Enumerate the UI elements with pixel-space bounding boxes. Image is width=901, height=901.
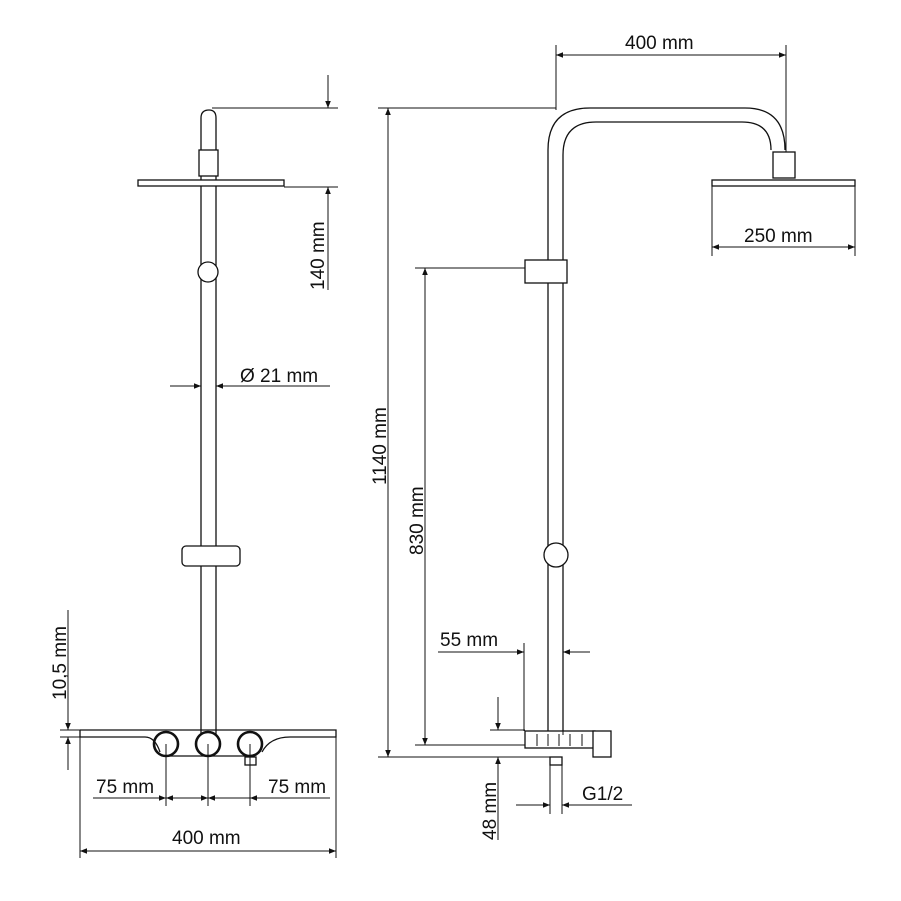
front-mixer-body xyxy=(524,730,596,749)
dim-left-spacing: 75 mm xyxy=(96,777,154,798)
dim-holder-height: 830 mm xyxy=(407,486,428,555)
front-mixer-knob xyxy=(592,730,612,758)
side-head-connector xyxy=(198,149,219,177)
front-riser-arm xyxy=(547,107,786,735)
side-slide-holder xyxy=(181,545,241,567)
dim-wall-distance: 55 mm xyxy=(440,630,498,651)
dim-arm-length: 400 mm xyxy=(625,33,694,54)
side-riser-pipe xyxy=(200,109,217,735)
side-pipe-knob xyxy=(197,261,219,283)
side-view: 140 mm Ø 21 mm 10,5 mm 75 mm 75 mm 400 m… xyxy=(50,75,338,858)
front-outlet xyxy=(549,756,563,766)
front-pipe-knob xyxy=(543,542,569,568)
front-view: 400 mm 250 mm 1140 mm 830 mm 55 mm 48 mm… xyxy=(370,33,856,840)
side-shelf xyxy=(79,729,337,753)
front-slide-holder xyxy=(524,259,568,284)
dim-bar-offset: 10,5 mm xyxy=(50,626,71,700)
dim-mixer-height: 48 mm xyxy=(480,782,501,840)
dim-bar-width: 400 mm xyxy=(172,828,241,849)
dim-connection: G1/2 xyxy=(582,784,623,805)
dim-pipe-diameter: Ø 21 mm xyxy=(240,366,318,387)
side-shower-head xyxy=(137,179,285,187)
dim-right-spacing: 75 mm xyxy=(268,777,326,798)
dim-head-width: 250 mm xyxy=(744,226,813,247)
front-head-connector xyxy=(772,151,796,179)
dim-head-height: 140 mm xyxy=(308,221,329,290)
dim-total-height: 1140 mm xyxy=(370,407,391,485)
front-shower-head xyxy=(711,179,856,187)
